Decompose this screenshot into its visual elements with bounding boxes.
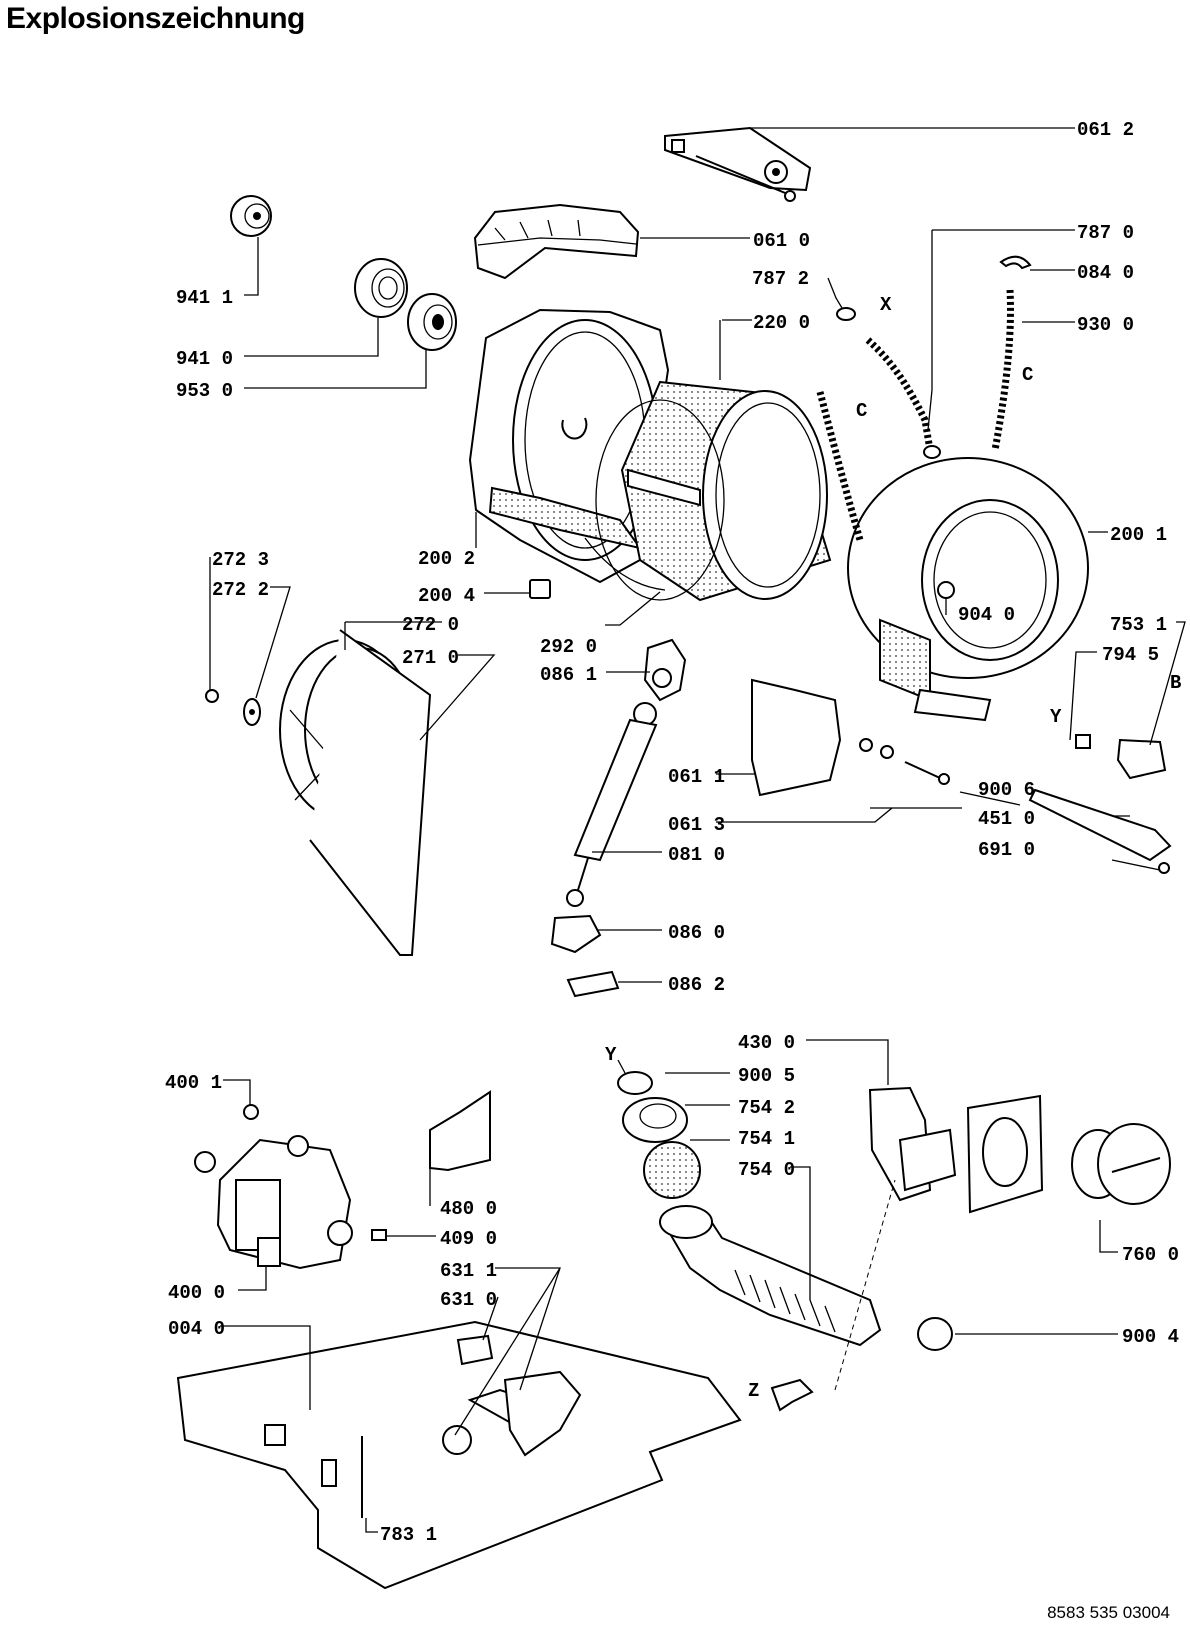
callout-900-4: 900 4 [1122,1326,1179,1348]
callout-086-0: 086 0 [668,922,725,944]
ring-900-5 [617,1071,653,1095]
callout-061-2: 061 2 [1077,119,1134,141]
heater-451-0 [1028,788,1172,862]
callout-200-2: 200 2 [418,548,475,570]
letter-z: Z [748,1380,759,1402]
callout-272-3: 272 3 [212,549,269,571]
letter-y-tub: Y [1050,706,1062,728]
callout-400-0: 400 0 [168,1282,225,1304]
clip-794-5 [1075,734,1091,749]
callout-794-5: 794 5 [1102,644,1159,666]
front-tub-half [847,457,1089,722]
callout-941-1: 941 1 [176,287,233,309]
connector-409-0 [371,1229,387,1241]
callout-061-3: 061 3 [668,814,725,836]
callout-760-0: 760 0 [1122,1244,1179,1266]
bracket-086-1 [643,638,687,702]
letter-c-left: C [856,400,867,422]
callout-086-2: 086 2 [668,974,725,996]
drum [595,380,832,602]
bearing-941-0 [354,258,408,318]
part-drawings [176,126,1172,1590]
callout-753-1: 753 1 [1110,614,1167,636]
callout-061-0: 061 0 [753,230,810,252]
callout-631-1: 631 1 [440,1260,497,1282]
callout-220-0: 220 0 [753,312,810,334]
callout-783-1: 783 1 [380,1524,437,1546]
callout-labels: 061 2 061 0 787 0 787 2 084 0 941 1 941 … [165,119,1181,1546]
callout-787-0: 787 0 [1077,222,1134,244]
spring-right [991,289,1014,451]
callout-272-2: 272 2 [212,579,269,601]
callout-904-0: 904 0 [958,604,1015,626]
base-plate [176,1320,742,1590]
top-bracket-rod [664,126,812,202]
motor [194,1104,353,1270]
hose-z [770,1378,814,1412]
callout-400-1: 400 1 [165,1072,222,1094]
page-title: Explosionszeichnung [6,2,305,35]
letter-c-right: C [1022,364,1033,386]
sump-hose-754-0 [663,1210,882,1347]
callout-081-0: 081 0 [668,844,725,866]
callout-409-0: 409 0 [440,1228,497,1250]
callout-930-0: 930 0 [1077,314,1134,336]
bracket-086-2 [566,970,620,998]
letter-x: X [880,294,892,316]
callout-754-2: 754 2 [738,1097,795,1119]
callout-272-0: 272 0 [402,614,459,636]
drive-belt [309,629,432,956]
callout-086-1: 086 1 [540,664,597,686]
spring-left [816,391,864,541]
callout-754-1: 754 1 [738,1128,795,1150]
drain-pump [868,1086,1044,1214]
clip-200-4 [529,579,551,599]
hose-787-0 [865,337,934,451]
callout-271-0: 271 0 [402,647,459,669]
letter-y-seal: Y [605,1044,617,1066]
spring-cap-084 [999,255,1032,270]
callout-451-0: 451 0 [978,808,1035,830]
bearing-941-1 [230,195,272,237]
callout-900-6: 900 6 [978,779,1035,801]
callout-941-0: 941 0 [176,348,233,370]
bracket-086-0 [550,914,602,954]
counterweight-061-1 [751,678,842,797]
letter-b: B [1170,672,1181,694]
callout-900-5: 900 5 [738,1065,795,1087]
ring-292-0 [584,537,666,591]
callout-953-0: 953 0 [176,380,233,402]
sensor-753-1 [1116,738,1167,780]
callout-631-0: 631 0 [440,1289,497,1311]
rear-tub-half [468,308,670,584]
callout-061-1: 061 1 [668,766,725,788]
clamp-787-2 [836,307,856,321]
shock-absorber [566,702,658,907]
pump-filter [1071,1123,1171,1205]
callout-430-0: 430 0 [738,1032,795,1054]
document-number: 8583 535 03004 [1047,1603,1170,1622]
callout-084-0: 084 0 [1077,262,1134,284]
callout-004-0: 004 0 [168,1318,225,1340]
leader-lines [209,127,1186,1533]
clamp-900-4 [917,1317,953,1351]
callout-200-4: 200 4 [418,585,475,607]
washer-272-3 [205,689,219,703]
seal-754-2 [622,1097,688,1143]
harness-480-0 [429,1090,491,1172]
callout-787-2: 787 2 [752,268,809,290]
callout-200-1: 200 1 [1110,524,1167,546]
counterweight-top [473,203,640,280]
bolt-set [859,738,950,785]
callout-691-0: 691 0 [978,839,1035,861]
callout-754-0: 754 0 [738,1159,795,1181]
ball-754-1 [643,1141,701,1199]
callout-480-0: 480 0 [440,1198,497,1220]
seal-953-0 [407,293,457,351]
callout-292-0: 292 0 [540,636,597,658]
